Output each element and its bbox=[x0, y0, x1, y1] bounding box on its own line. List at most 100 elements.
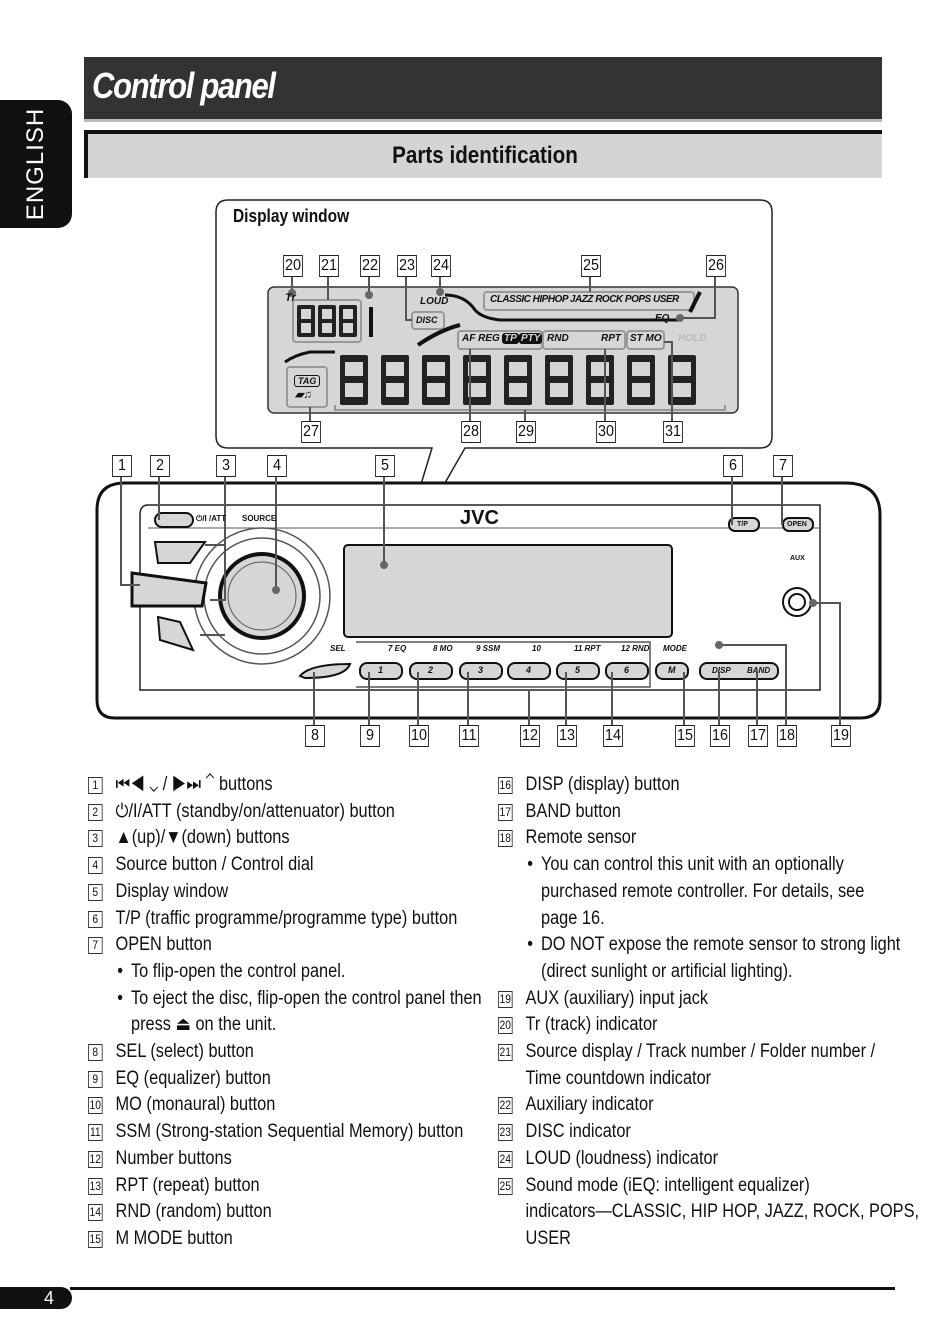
list-bullet-continuation: purchased remote controller. For details… bbox=[541, 880, 865, 902]
lcd-hold: HOLD bbox=[678, 333, 707, 344]
source-label: SOURCE bbox=[242, 514, 277, 523]
preset-5-label[interactable]: 5 bbox=[575, 665, 581, 675]
callout-16: 16 bbox=[710, 725, 730, 747]
item-text: ⏻/I/ATT (standby/on/attenuator) button bbox=[115, 800, 395, 822]
parts-diagram: Display window Tr LOUD DISC CLASSIC HIPH… bbox=[0, 195, 950, 755]
band-label[interactable]: BAND bbox=[747, 666, 771, 675]
tp-label[interactable]: T/P bbox=[737, 521, 748, 528]
item-number: 19 bbox=[498, 990, 513, 1008]
callout-31: 31 bbox=[663, 421, 683, 443]
lcd-loud: LOUD bbox=[420, 296, 449, 307]
item-text: SSM (Strong-station Sequential Memory) b… bbox=[115, 1121, 464, 1143]
item-text: Number buttons bbox=[115, 1147, 232, 1169]
callout-7: 7 bbox=[773, 455, 793, 477]
item-text: AUX (auxiliary) input jack bbox=[525, 987, 709, 1009]
page-number: 4 bbox=[44, 1288, 55, 1308]
language-tab: ENGLISH bbox=[0, 100, 72, 228]
preset-6-label[interactable]: 6 bbox=[624, 665, 630, 675]
list-item: 2 ⏻/I/ATT (standby/on/attenuator) button bbox=[88, 799, 432, 826]
parts-list-left: 1⏮◀ ⌄ / ▶⏭ ⌃ buttons 2 ⏻/I/ATT (standby/o… bbox=[88, 772, 488, 1253]
item-text: Display window bbox=[115, 880, 229, 902]
lcd-rnd: RND bbox=[547, 333, 569, 344]
list-bullet: You can control this unit with an option… bbox=[498, 852, 859, 879]
callout-25: 25 bbox=[581, 255, 601, 277]
list-bullet: DO NOT expose the remote sensor to stron… bbox=[498, 932, 900, 959]
list-item: 3▲(up)/▼(down) buttons bbox=[88, 825, 432, 852]
lcd-rpt: RPT bbox=[601, 333, 621, 344]
item-number: 9 bbox=[88, 1070, 103, 1088]
display-window bbox=[343, 544, 673, 638]
open-label[interactable]: OPEN bbox=[787, 521, 807, 528]
list-bullet-continuation: press ⏏ on the unit. bbox=[131, 1014, 277, 1036]
item-number: 7 bbox=[88, 937, 103, 955]
lcd-tr: Tr bbox=[285, 292, 296, 304]
up-button bbox=[153, 541, 207, 564]
item-number: 25 bbox=[498, 1177, 513, 1195]
item-number: 2 bbox=[88, 803, 103, 821]
item-text: M MODE button bbox=[115, 1227, 233, 1249]
callout-23: 23 bbox=[397, 255, 417, 277]
lcd-eq: EQ bbox=[655, 313, 670, 324]
item-text: ⏮◀ ⌄ / ▶⏭ ⌃ buttons bbox=[115, 774, 273, 795]
callout-9: 9 bbox=[360, 725, 380, 747]
callout-1: 1 bbox=[112, 455, 132, 477]
list-item: 21 Source display / Track number / Folder… bbox=[498, 1039, 875, 1066]
item-text: ▲(up)/▼(down) buttons bbox=[115, 827, 290, 849]
callout-10: 10 bbox=[409, 725, 429, 747]
list-item: 1⏮◀ ⌄ / ▶⏭ ⌃ buttons bbox=[88, 772, 432, 799]
callout-4: 4 bbox=[267, 455, 287, 477]
preset-1-label[interactable]: 1 bbox=[378, 665, 384, 675]
item-number: 20 bbox=[498, 1017, 513, 1035]
mode-label: MODE bbox=[663, 644, 687, 653]
item-text: Remote sensor bbox=[525, 827, 637, 849]
callout-24: 24 bbox=[431, 255, 451, 277]
callout-15: 15 bbox=[675, 725, 695, 747]
item-number: 8 bbox=[88, 1044, 103, 1062]
preset-top-label-7: 7 EQ bbox=[388, 644, 407, 653]
lcd-pty: PTY bbox=[519, 333, 543, 344]
item-number: 6 bbox=[88, 910, 103, 928]
m-label[interactable]: M bbox=[668, 665, 676, 675]
preset-4-label[interactable]: 4 bbox=[526, 665, 532, 675]
callout-5: 5 bbox=[375, 455, 395, 477]
list-item-continuation: USER bbox=[525, 1227, 571, 1249]
item-number: 16 bbox=[498, 777, 513, 794]
page-title: Control panel bbox=[92, 65, 276, 106]
list-item: 9 EQ (equalizer) button bbox=[88, 1066, 432, 1093]
item-text: Source display / Track number / Folder n… bbox=[525, 1041, 876, 1063]
list-item: 12 Number buttons bbox=[88, 1146, 432, 1173]
callout-19: 19 bbox=[831, 725, 851, 747]
item-number: 12 bbox=[88, 1150, 103, 1168]
page-number-tab: 4 bbox=[0, 1287, 72, 1309]
preset-top-label-11: 11 RPT bbox=[574, 644, 601, 653]
callout-27: 27 bbox=[301, 421, 321, 443]
preset-2-label[interactable]: 2 bbox=[428, 665, 434, 675]
disp-label[interactable]: DISP bbox=[712, 666, 731, 675]
callout-17: 17 bbox=[748, 725, 768, 747]
tp-button bbox=[728, 517, 760, 532]
list-item-continuation: indicators—CLASSIC, HIP HOP, JAZZ, ROCK,… bbox=[525, 1201, 920, 1223]
callout-3: 3 bbox=[216, 455, 236, 477]
item-number: 21 bbox=[498, 1044, 513, 1062]
title-bar: Control panel bbox=[84, 57, 882, 122]
item-number: 14 bbox=[88, 1204, 103, 1222]
preset-top-label-12: 12 RND bbox=[621, 644, 650, 653]
item-text: LOUD (loudness) indicator bbox=[525, 1147, 719, 1169]
item-text: RPT (repeat) button bbox=[115, 1174, 260, 1196]
control-dial bbox=[218, 552, 306, 640]
lcd-af-reg: AF REG bbox=[462, 333, 500, 344]
item-text: EQ (equalizer) button bbox=[115, 1067, 271, 1089]
preset-top-label-10: 10 bbox=[532, 644, 541, 653]
item-text: BAND button bbox=[525, 800, 621, 822]
preset-3-label[interactable]: 3 bbox=[478, 665, 484, 675]
